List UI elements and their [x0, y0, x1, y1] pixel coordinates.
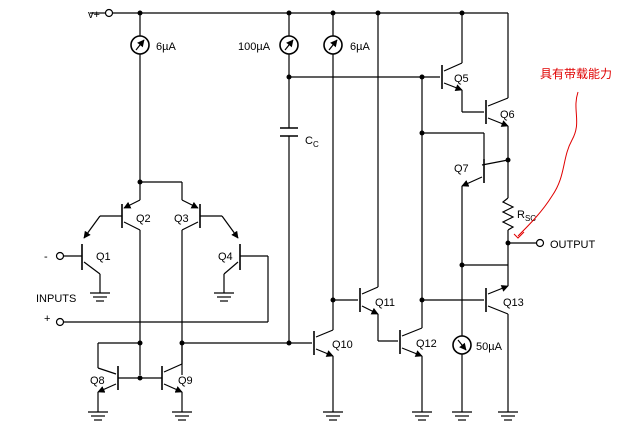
- current-source-50ua: 50µA: [452, 335, 503, 421]
- q12-label: Q12: [416, 338, 437, 350]
- transistor-q2: Q2: [121, 182, 151, 375]
- vplus-label: v+: [88, 9, 100, 21]
- q4-label: Q4: [218, 251, 233, 263]
- plus-label: +: [44, 313, 50, 325]
- transistor-q6: Q6: [485, 13, 515, 160]
- transistor-q3: Q3: [174, 182, 201, 375]
- output-label: OUTPUT: [550, 239, 596, 251]
- transistor-q8: Q8: [88, 342, 140, 421]
- transistor-q10: Q10: [313, 329, 353, 421]
- current-source-6ua-right: 6µA: [323, 13, 370, 300]
- annotation-arrow: [517, 91, 579, 237]
- current-100ua-label: 100µA: [238, 41, 271, 53]
- annotation-text: 具有带载能力: [540, 67, 612, 81]
- current-source-6ua-left: 6µA: [130, 13, 176, 182]
- compensation-capacitor: CC: [280, 77, 319, 343]
- transistor-q5: Q5: [422, 13, 484, 113]
- q9-label: Q9: [178, 375, 193, 387]
- current-6ua-right-label: 6µA: [350, 41, 370, 53]
- current-50ua-label: 50µA: [476, 341, 503, 353]
- minus-label: -: [44, 251, 48, 263]
- current-source-100ua: 100µA: [238, 13, 299, 77]
- q13-label: Q13: [503, 297, 524, 309]
- inverting-input-terminal: [55, 251, 65, 261]
- short-circuit-resistor: RSC: [501, 160, 536, 265]
- supply-rail: v+: [88, 8, 508, 21]
- q5-label: Q5: [454, 73, 469, 85]
- q2-label: Q2: [136, 213, 151, 225]
- transistor-q13: Q13: [422, 265, 524, 421]
- inputs-label: INPUTS: [36, 293, 76, 305]
- annotation: 具有带载能力: [513, 67, 612, 239]
- transistor-q9: Q9: [161, 343, 193, 421]
- transistor-q12: Q12: [399, 327, 437, 421]
- q10-label: Q10: [332, 339, 353, 351]
- current-6ua-left-label: 6µA: [156, 41, 176, 53]
- vplus-terminal: [104, 8, 114, 18]
- annotation-arrowhead: [513, 231, 525, 239]
- q8-label: Q8: [90, 375, 105, 387]
- q3-label: Q3: [174, 213, 189, 225]
- q1-label: Q1: [96, 251, 111, 263]
- transistor-q7: Q7: [454, 133, 509, 336]
- cc-label: CC: [305, 135, 319, 149]
- noninverting-input-terminal: [55, 317, 65, 327]
- q7-label: Q7: [454, 163, 469, 175]
- transistor-q1: Q1: [64, 215, 122, 302]
- q6-label: Q6: [500, 109, 515, 121]
- output-terminal: [535, 238, 545, 248]
- transistor-q11: Q11: [333, 13, 398, 342]
- rsc-label: RSC: [517, 209, 536, 223]
- q11-label: Q11: [375, 297, 395, 309]
- transistor-q4: Q4: [200, 215, 269, 322]
